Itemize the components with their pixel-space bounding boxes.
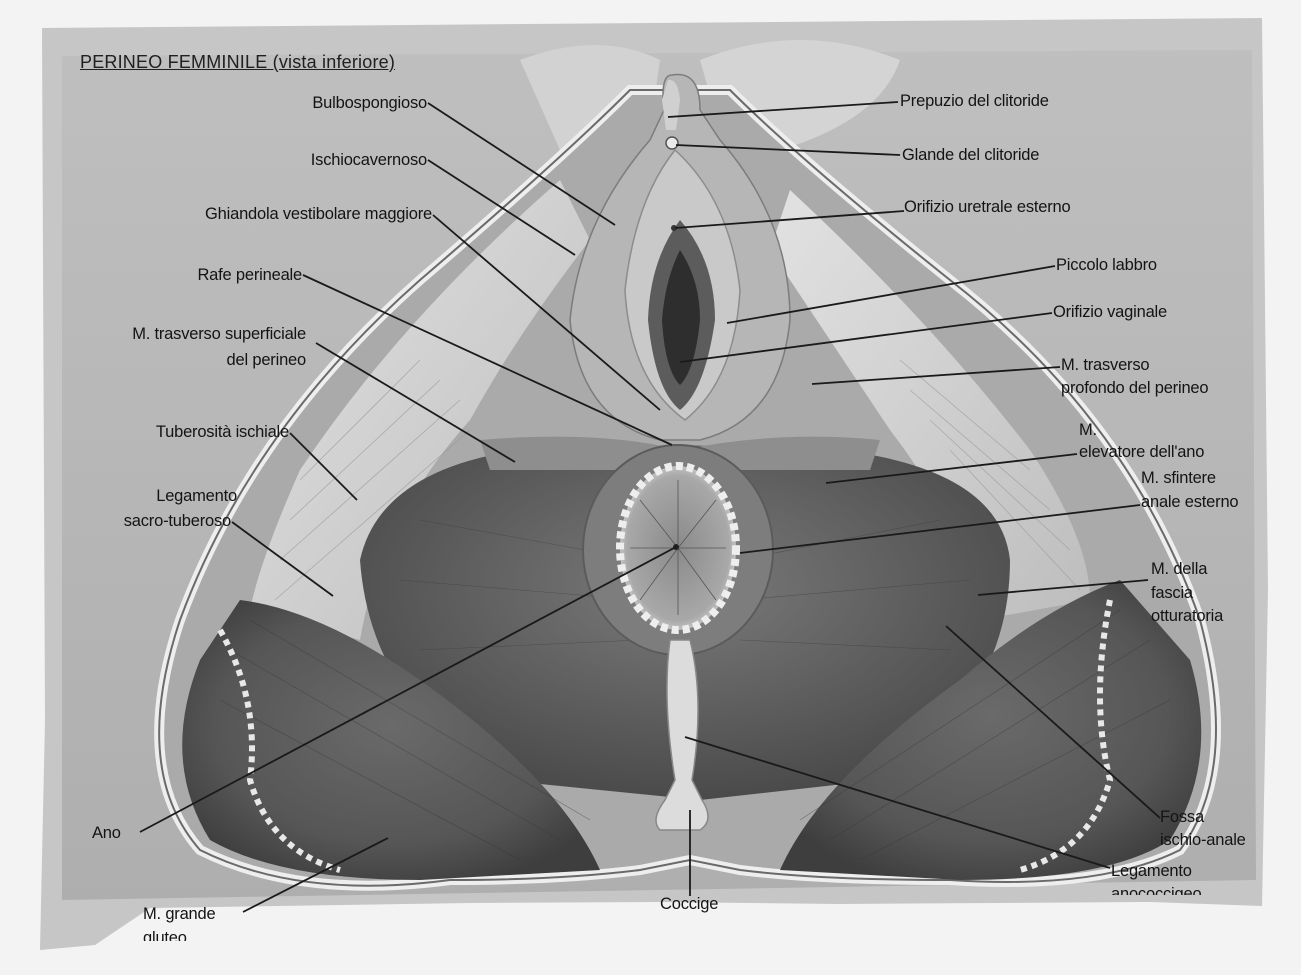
label-fossa-ischio-anale-2: ischio-anale [1160, 829, 1246, 851]
label-orifizio-uretrale: Orifizio uretrale esterno [904, 196, 1071, 218]
label-trasverso-profondo-1: M. trasverso [1061, 354, 1149, 376]
label-elevatore-ano-1: M. [1079, 419, 1097, 441]
label-orifizio-vaginale: Orifizio vaginale [1053, 301, 1167, 323]
label-trasverso-superficiale-1: M. trasverso superficiale [132, 323, 306, 345]
label-legamento-anococcigeo-2: anococcigeo [1111, 883, 1201, 895]
label-tuberosita-ischiale: Tuberosità ischiale [156, 421, 289, 443]
label-sfintere-anale-1: M. sfintere [1141, 467, 1216, 489]
label-piccolo-labbro: Piccolo labbro [1056, 254, 1157, 276]
label-fascia-otturatoria-3: otturatoria [1151, 605, 1223, 627]
label-ischiocavernoso: Ischiocavernoso [311, 149, 427, 171]
label-grande-gluteo-1: M. grande [143, 903, 216, 925]
label-sfintere-anale-2: anale esterno [1141, 491, 1238, 513]
label-trasverso-profondo-2: profondo del perineo [1061, 377, 1208, 399]
label-elevatore-ano-2: elevatore dell'ano [1079, 441, 1204, 463]
label-fascia-otturatoria-2: fascia [1151, 582, 1193, 604]
label-legamento-anococcigeo-1: Legamento [1111, 860, 1192, 882]
label-grande-gluteo-2: gluteo [143, 927, 187, 941]
label-legamento-sacro-tuberoso-1: Legamento [156, 485, 237, 507]
label-glande-clitoride: Glande del clitoride [902, 144, 1039, 166]
label-coccige: Coccige [660, 893, 718, 915]
label-fossa-ischio-anale-1: Fossa [1160, 806, 1204, 828]
label-rafe-perineale: Rafe perineale [197, 264, 302, 286]
label-fascia-otturatoria-1: M. della [1151, 558, 1207, 580]
label-trasverso-superficiale-2: del perineo [227, 349, 306, 371]
label-ano: Ano [92, 822, 121, 844]
page-title: PERINEO FEMMINILE (vista inferiore) [80, 52, 395, 73]
label-legamento-sacro-tuberoso-2: sacro-tuberoso [124, 510, 231, 532]
label-prepuzio-clitoride: Prepuzio del clitoride [900, 90, 1049, 112]
label-bulbospongioso: Bulbospongioso [312, 92, 427, 114]
label-ghiandola-vestibolare: Ghiandola vestibolare maggiore [205, 203, 432, 225]
